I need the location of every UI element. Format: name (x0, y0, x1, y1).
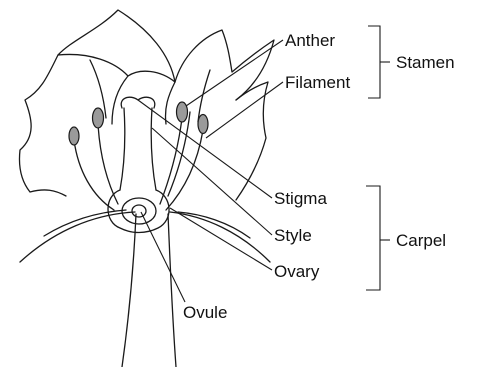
stamen-bracket (368, 26, 380, 98)
leader-filament (206, 82, 283, 138)
receptacle (20, 210, 270, 262)
stamens (69, 102, 208, 210)
style-label: Style (274, 226, 312, 245)
stigma-shape (121, 97, 155, 108)
group-brackets (366, 26, 390, 290)
petal-top-right (175, 30, 274, 100)
ovary-label: Ovary (274, 262, 320, 281)
anther-label: Anther (285, 31, 335, 50)
petal-front (112, 76, 175, 124)
stigma-label: Stigma (274, 189, 327, 208)
stamen-label: Stamen (396, 53, 455, 72)
leader-lines (138, 40, 283, 302)
leader-ovary (170, 208, 272, 270)
ovary-chamber (122, 198, 156, 224)
petal-back-left (58, 10, 175, 82)
style-shape (120, 108, 156, 190)
ovule-shape (132, 205, 146, 217)
stem-right-edge (168, 214, 176, 367)
carpel-label: Carpel (396, 231, 446, 250)
anther-left-outer (69, 127, 79, 145)
filament-left-inner (98, 124, 118, 204)
stem-left-edge (122, 214, 136, 367)
petal-right (236, 82, 268, 200)
leader-ovule (141, 212, 185, 302)
anther-right-outer (198, 115, 208, 134)
carpel-structure (108, 97, 169, 232)
part-labels: Anther Filament Stamen Stigma Style Ovar… (183, 31, 455, 322)
stem (122, 214, 176, 367)
petal-left (19, 55, 66, 196)
carpel-bracket (366, 186, 380, 290)
ovule-label: Ovule (183, 303, 227, 322)
leader-anther (186, 40, 283, 106)
filament-label: Filament (285, 73, 350, 92)
filament-right-inner (160, 118, 182, 204)
filament-left-outer (74, 140, 114, 210)
anther-right-inner (177, 102, 188, 122)
petal-crease (90, 60, 210, 122)
anther-left-inner (93, 108, 104, 128)
